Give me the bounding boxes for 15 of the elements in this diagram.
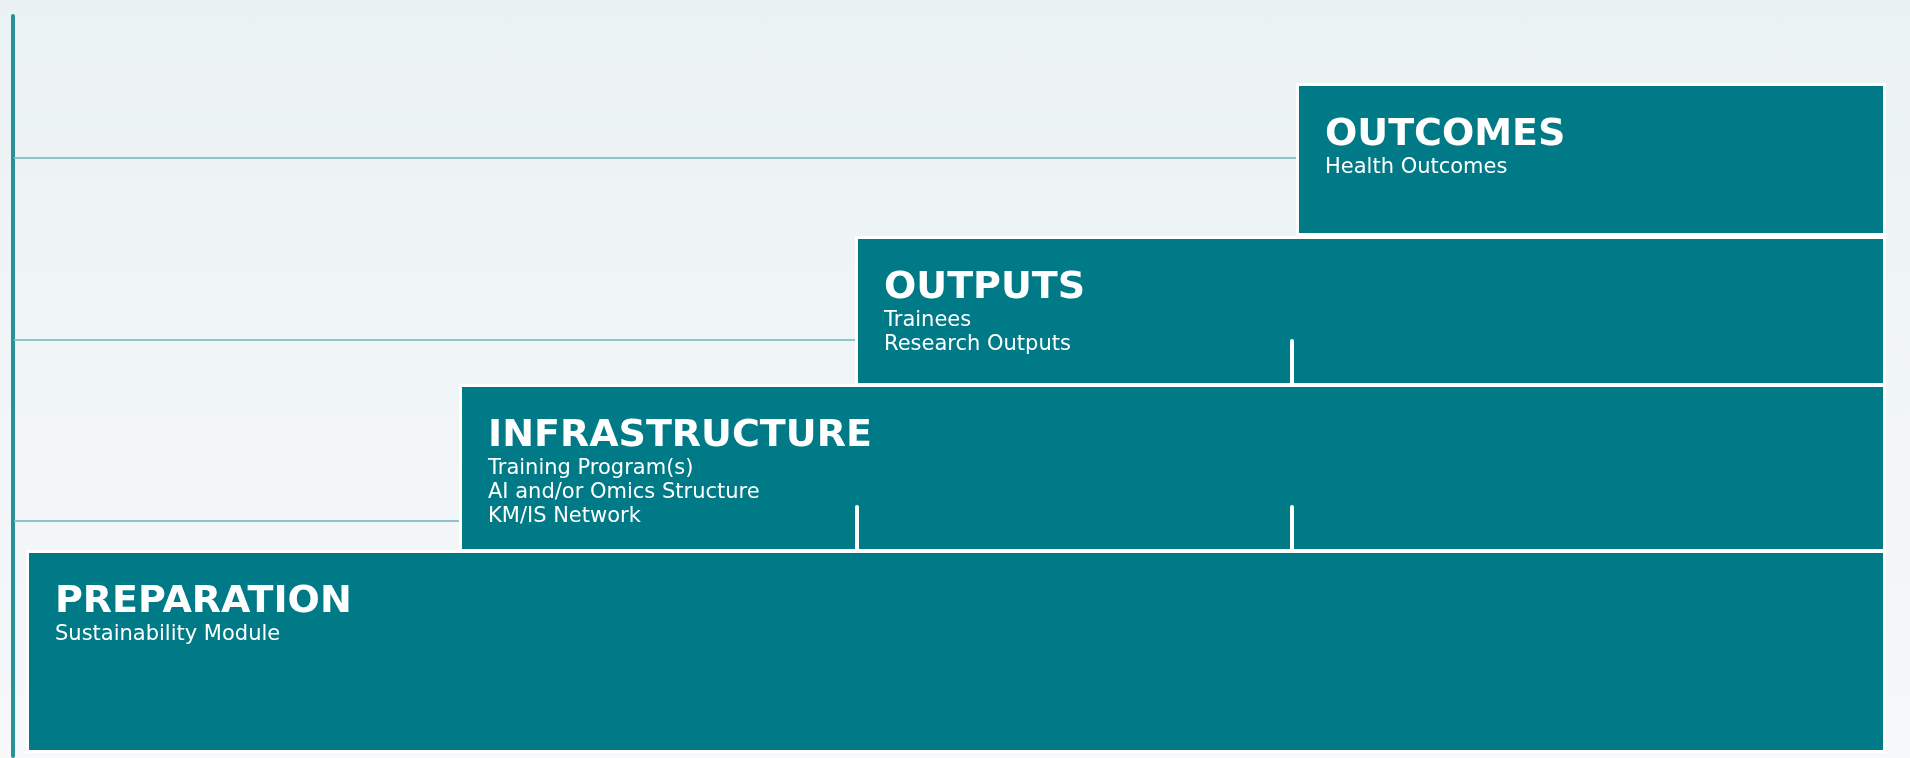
stage-item: Health Outcomes	[1325, 154, 1508, 178]
stage-band	[459, 384, 1886, 552]
stage-heading: OUTCOMES	[1325, 110, 1566, 154]
stage-item: Research Outputs	[884, 331, 1071, 355]
stage-band	[1296, 83, 1886, 236]
stage-heading: OUTPUTS	[884, 263, 1086, 307]
stage-heading: PREPARATION	[55, 577, 352, 621]
stage-item: KM/IS Network	[488, 503, 641, 527]
stage-band	[855, 236, 1886, 386]
stage-item: Sustainability Module	[55, 621, 281, 645]
stage-band	[26, 550, 1886, 753]
stage-item: AI and/or Omics Structure	[488, 479, 760, 503]
stage-item: Trainees	[884, 307, 972, 331]
stage-item: Training Program(s)	[488, 455, 694, 479]
stage-heading: INFRASTRUCTURE	[488, 411, 872, 455]
